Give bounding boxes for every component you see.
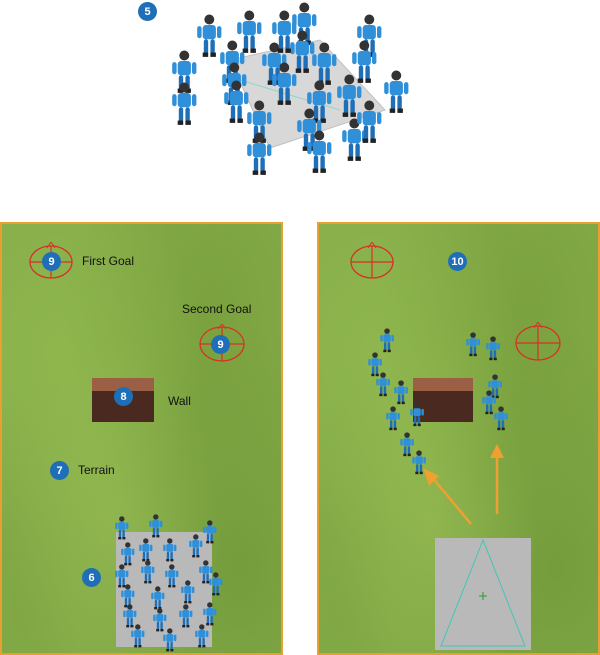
scenario-right-panel: 10 xyxy=(317,222,600,655)
robot-agent-icon xyxy=(235,10,264,54)
robot-agent-icon xyxy=(120,542,136,566)
robot-agent-icon xyxy=(288,30,317,74)
robot-agent-icon xyxy=(198,560,214,584)
robot-agent-icon xyxy=(130,624,146,648)
robot-agent-icon xyxy=(188,534,204,558)
robot-agent-icon xyxy=(178,604,194,628)
second-goal-label: Second Goal xyxy=(182,302,252,316)
first-goal-label: First Goal xyxy=(82,254,135,268)
robot-agent-icon xyxy=(367,352,383,377)
robot-agent-icon xyxy=(162,628,178,652)
scenario-badge: 10 xyxy=(448,252,467,271)
robot-agent-icon xyxy=(385,406,401,431)
robot-agent-icon xyxy=(150,586,166,610)
robot-agent-icon xyxy=(375,372,391,397)
robot-agent-icon xyxy=(194,624,210,648)
robot-agent-icon xyxy=(122,604,138,628)
robot-agent-icon xyxy=(350,40,379,84)
robot-agent-icon xyxy=(310,42,339,86)
robot-agent-icon xyxy=(487,374,503,399)
robot-agent-icon xyxy=(411,450,427,475)
robot-agent-icon xyxy=(114,516,130,540)
robot-agent-icon xyxy=(202,520,218,544)
second-goal-badge: 9 xyxy=(211,335,230,354)
robot-agent-icon xyxy=(208,572,224,596)
robot-agent-icon xyxy=(180,580,196,604)
crowd-badge: 6 xyxy=(82,568,101,587)
first-goal-badge: 9 xyxy=(42,252,61,271)
goal-target-icon xyxy=(350,242,394,279)
robot-agent-icon xyxy=(195,14,224,58)
robot-agent-icon xyxy=(355,100,384,144)
robot-agent-icon xyxy=(399,432,415,457)
robot-agent-icon xyxy=(409,402,425,427)
robot-agent-icon xyxy=(335,74,364,118)
direction-arrow-icon xyxy=(423,444,504,525)
robot-agent-icon xyxy=(382,70,411,114)
robot-agent-icon xyxy=(340,118,369,162)
robot-agent-icon xyxy=(140,560,156,584)
robot-agent-icon xyxy=(114,564,130,588)
robot-agent-icon xyxy=(481,390,497,415)
scenario-left-panel: 9 First Goal Second Goal 9 8 Wall 7 Terr… xyxy=(0,222,283,655)
robot-agent-icon xyxy=(138,538,154,562)
robot-agent-icon xyxy=(485,336,501,361)
robot-agent-icon xyxy=(202,602,218,626)
robot-agent-icon xyxy=(222,80,251,124)
goal-target-icon xyxy=(515,322,561,361)
spawn-area xyxy=(435,538,531,650)
robot-agent-icon xyxy=(270,62,299,106)
robot-agent-icon xyxy=(245,132,274,176)
terrain-label: Terrain xyxy=(78,463,115,477)
robot-agent-icon xyxy=(170,50,199,94)
robot-agent-icon xyxy=(170,82,199,126)
robot-agent-icon xyxy=(493,406,509,431)
robot-agent-icon xyxy=(162,538,178,562)
robot-agent-icon xyxy=(393,380,409,405)
terrain-badge: 7 xyxy=(50,461,69,480)
robot-agent-icon xyxy=(379,328,395,353)
robot-agent-icon xyxy=(270,10,299,54)
robot-agent-icon xyxy=(305,130,334,174)
robot-agent-icon xyxy=(465,332,481,357)
top-badge: 5 xyxy=(138,2,157,21)
wall-label: Wall xyxy=(168,394,191,408)
robot-agent-icon xyxy=(164,564,180,588)
robot-agent-icon xyxy=(290,2,319,46)
robot-agent-icon xyxy=(148,514,164,538)
wall-obstacle xyxy=(413,378,473,422)
robot-agent-icon xyxy=(152,608,168,632)
top-formation-view xyxy=(140,0,440,190)
wall-badge: 8 xyxy=(114,387,133,406)
robot-agent-icon xyxy=(305,80,334,124)
